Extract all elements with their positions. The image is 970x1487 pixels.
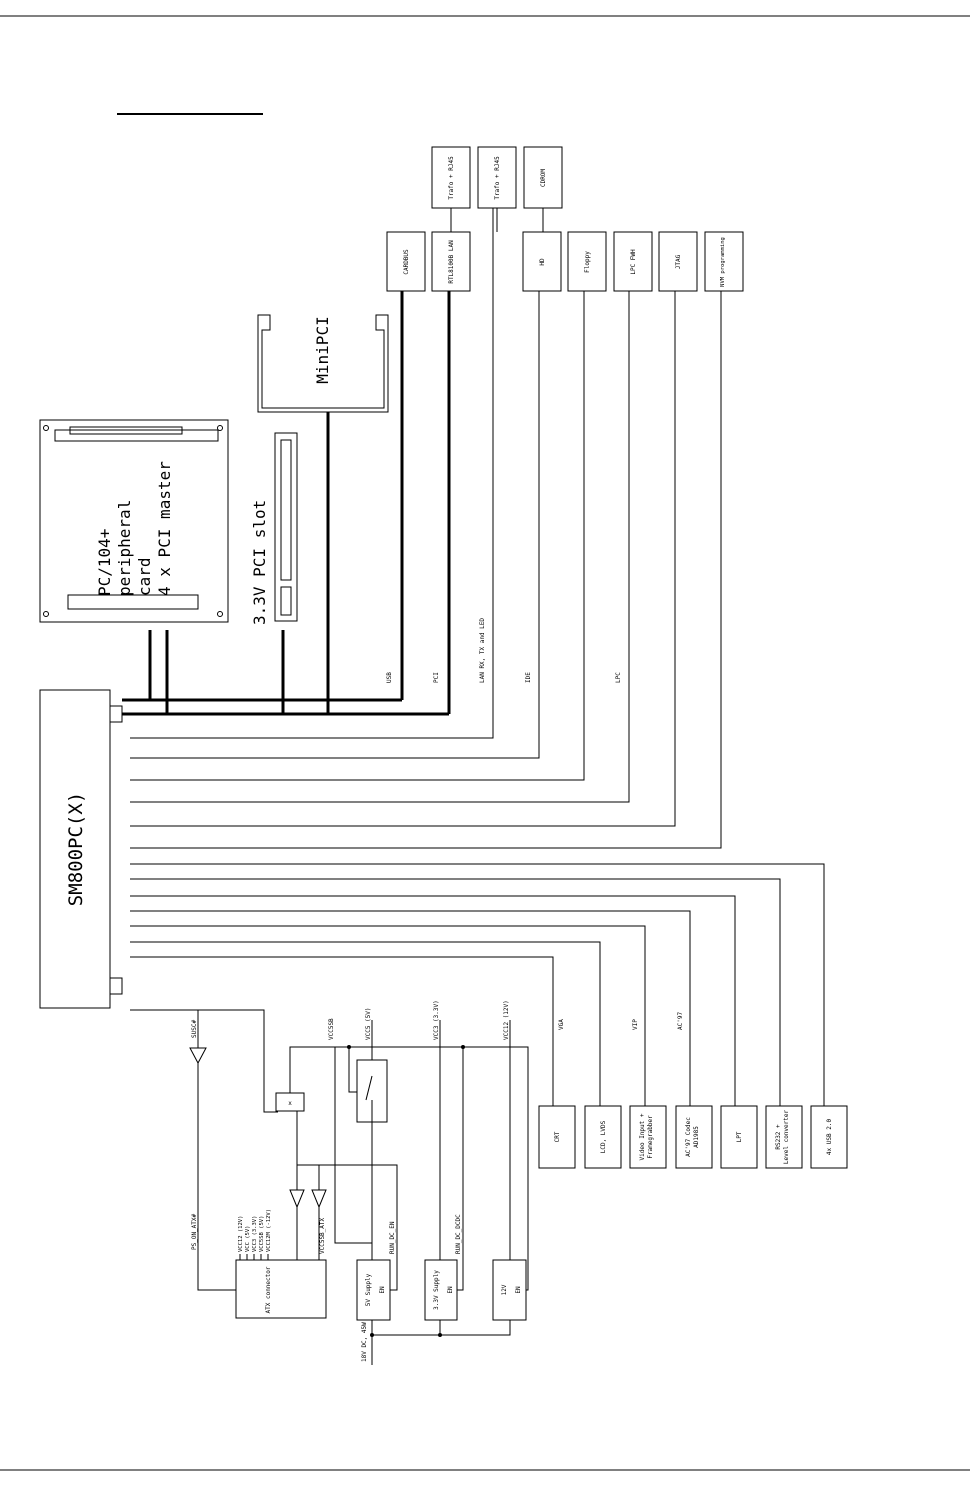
signal-lines [130, 208, 825, 1106]
atx-pin-3: VCC3 (3.3V) [252, 1216, 258, 1252]
serial-label-1: RS232 + [775, 1124, 782, 1150]
supply-3v3-label: 3.3V Supply [433, 1270, 440, 1310]
atx-pin-2: VCC (5V) [245, 1226, 251, 1253]
vcc5sb-atx-label: VCC5SB_ATX [319, 1217, 326, 1254]
serial-label-2: Level converter [783, 1110, 790, 1165]
cardbus-label: CARDBUS [403, 249, 410, 275]
crt-label: CRT [554, 1131, 561, 1142]
power-section: SUSC# x VCC5SB VCC5 (5V) VCC3 (3.3V) [130, 1000, 529, 1365]
cdrom-label: CDROM [540, 169, 547, 187]
pci-slot: 3.3V PCI slot [250, 432, 298, 625]
jtag-label: JTAG [675, 254, 682, 269]
supply-5v-en: EN [379, 1286, 386, 1294]
vcc3-label: VCC3 (3.3V) [433, 1000, 440, 1040]
sm800pc-board: SM800PC(X) [39, 689, 123, 1009]
pc104-card: PC/104+ peripheral card 4 x PCI master [39, 419, 229, 623]
lpt-label: LPT [736, 1131, 743, 1142]
top-connectors: Trafo + RJ45 Trafo + RJ45 CDROM [431, 146, 563, 232]
supply-5v-label: 5V Supply [365, 1273, 372, 1306]
mux-label: x [288, 1100, 292, 1107]
atx-pin-5: VCC12M (-12V) [266, 1209, 272, 1252]
ethernet-label: RTL8100B LAN [448, 240, 455, 284]
audio-label-1: AC'97 Codec [685, 1117, 692, 1157]
board-label: SM800PC(X) [65, 792, 87, 906]
usb-bus-label: USB [386, 672, 393, 683]
pci-buses [122, 291, 451, 716]
top-device-boxes: CARDBUS RTL8100B LAN HD Floppy LPC FWH J… [386, 231, 744, 292]
run-dc-en-label: RUN_DC_EN [389, 1221, 396, 1254]
vcc12-label: VCC12 (12V) [503, 1000, 510, 1040]
pc104-line-1: PC/104+ [95, 529, 114, 596]
video-label-1: Video Input + [639, 1113, 646, 1160]
ps-on-label: PS_ON_ATX# [191, 1213, 198, 1250]
pc104-line-2: peripheral [115, 500, 134, 596]
susc-label: SUSC# [191, 1020, 198, 1038]
floppy-label: Floppy [584, 251, 591, 273]
lan-bus-label: LAN RX, TX and LED [479, 618, 486, 683]
ac97-bus-label: AC'97 [677, 1012, 684, 1030]
video-label-2: Framegrabber [647, 1115, 654, 1159]
atx-pin-4: VCC5SB (5V) [259, 1216, 265, 1252]
vcc5-label: VCC5 (5V) [365, 1007, 372, 1040]
ide-bus-label: IDE [525, 672, 532, 683]
lpc-bus-label: LPC [615, 672, 622, 683]
lpc-fwh-label: LPC FWH [630, 249, 637, 275]
bus-labels: USB PCI LAN RX, TX and LED IDE LPC VGA V… [386, 618, 684, 1030]
minipci-slot: MiniPCI [257, 314, 389, 413]
pci-bus-label: PCI [433, 672, 440, 683]
nvm-label: NVM programming [720, 237, 726, 287]
input-label: 18V DC, 45W [361, 1322, 368, 1362]
vcc5sb-label: VCC5SB [328, 1018, 335, 1040]
atx-connector-label: ATX connector [265, 1266, 272, 1313]
pc104-line-4: 4 x PCI master [155, 461, 174, 596]
bottom-device-boxes: CRT LCD, LVDS Video Input + Framegrabber… [538, 1105, 848, 1169]
minipci-label: MiniPCI [313, 316, 332, 383]
supply-3v3-en: EN [447, 1286, 454, 1294]
supply-12v-en: EN [515, 1286, 522, 1294]
atx-pin-1: VCC12 (12V) [238, 1216, 244, 1252]
supply-12v-label: 12V [501, 1284, 508, 1295]
usb-ports-label: 4x USB 2.0 [826, 1119, 833, 1156]
hd-label: HD [539, 258, 546, 266]
trafo2-label: Trafo + RJ45 [494, 156, 501, 200]
vip-bus-label: VIP [632, 1019, 639, 1030]
lcd-label: LCD, LVDS [600, 1120, 607, 1153]
audio-label-2: AD1985 [693, 1126, 700, 1148]
run-dc-dcdc-label: RUN_DC_DCDC [455, 1214, 462, 1254]
vga-bus-label: VGA [558, 1019, 565, 1030]
pc104-line-3: card [135, 557, 154, 596]
pci-slot-label: 3.3V PCI slot [250, 500, 269, 625]
trafo1-label: Trafo + RJ45 [448, 156, 455, 200]
